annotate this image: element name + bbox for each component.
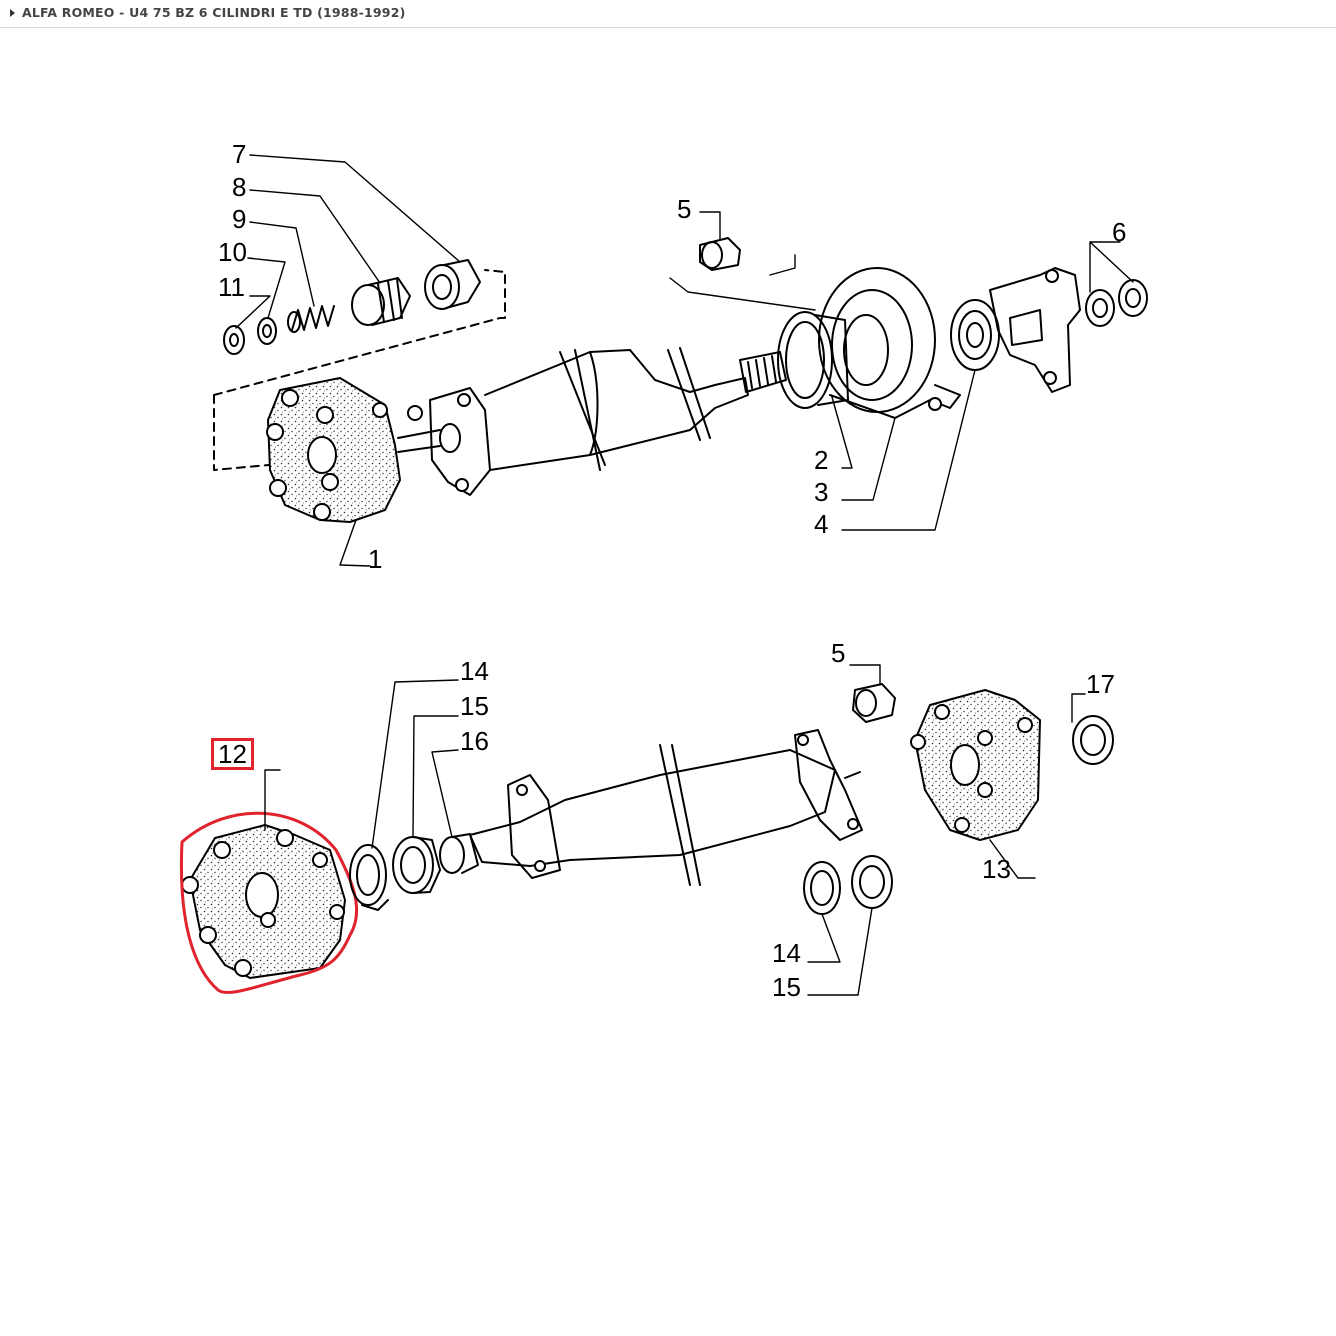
- callout-8[interactable]: 8: [232, 172, 247, 202]
- part-3-center-support: [818, 267, 961, 419]
- part-10-washer: [257, 317, 277, 345]
- callout-5-bottom[interactable]: 5: [831, 638, 846, 668]
- splined-end: [739, 351, 787, 393]
- callout-12-selected[interactable]: 12: [211, 738, 254, 770]
- page-title[interactable]: ALFA ROMEO - U4 75 BZ 6 CILINDRI E TD (1…: [22, 5, 406, 20]
- front-propeller-shaft: [484, 349, 749, 471]
- exploded-parts-diagram: 7 8 9 10 11 5 6 1 2 3 4 14 15 16 12 5 17…: [0, 28, 1336, 1336]
- callout-4[interactable]: 4: [814, 509, 829, 539]
- callout-14-bottom[interactable]: 14: [772, 938, 801, 968]
- front-flange: [429, 387, 491, 496]
- part-4-bearing: [950, 299, 1000, 371]
- part-13-coupling: [910, 689, 1041, 841]
- callout-15-bottom[interactable]: 15: [772, 972, 801, 1002]
- rear-yoke-flange: [989, 267, 1081, 393]
- part-6-nut-washer: [1085, 279, 1148, 327]
- callout-7[interactable]: 7: [232, 139, 247, 169]
- part-17-seal: [1072, 715, 1114, 765]
- callout-10[interactable]: 10: [218, 237, 247, 267]
- callout-17[interactable]: 17: [1086, 669, 1115, 699]
- expand-caret-icon[interactable]: [10, 9, 15, 17]
- rear-propeller-shaft: [469, 749, 836, 867]
- callout-5-top[interactable]: 5: [677, 194, 692, 224]
- part-15-ring-a: [392, 836, 441, 894]
- part-12-highlight-outline: [179, 811, 359, 994]
- callout-13[interactable]: 13: [982, 854, 1011, 884]
- part-12-flex-coupling: [181, 824, 346, 979]
- part-14-boot-a: [349, 844, 389, 911]
- part-5-bushing-top: [699, 237, 741, 271]
- callout-16[interactable]: 16: [460, 726, 489, 756]
- part-1-flex-coupling: [266, 377, 401, 523]
- callout-3[interactable]: 3: [814, 477, 829, 507]
- part-9-spring: [287, 305, 335, 333]
- part-7-spacer: [424, 259, 481, 310]
- callout-1[interactable]: 1: [368, 544, 383, 574]
- part-8-rubber-ring: [351, 277, 411, 326]
- breadcrumb-bar: ALFA ROMEO - U4 75 BZ 6 CILINDRI E TD (1…: [0, 0, 1336, 28]
- callout-2[interactable]: 2: [814, 445, 829, 475]
- leader-lines-top: [235, 154, 1134, 567]
- callout-9[interactable]: 9: [232, 204, 247, 234]
- diagram-drawing: [179, 154, 1148, 996]
- leader-lines-bottom: [264, 664, 1086, 996]
- part-14-boot-b: [803, 861, 841, 915]
- callout-15-top[interactable]: 15: [460, 691, 489, 721]
- callout-14-top[interactable]: 14: [460, 656, 489, 686]
- callout-6[interactable]: 6: [1112, 217, 1127, 247]
- part-5-bushing-bottom: [852, 683, 896, 723]
- assembly-bracket-top: [213, 269, 506, 396]
- part-2-dust-boot: [777, 311, 849, 409]
- callout-11[interactable]: 11: [218, 272, 245, 302]
- part-1-stub-shaft: [397, 429, 441, 453]
- part-15-ring-b: [851, 855, 893, 909]
- assembly-bracket-left: [213, 394, 291, 471]
- part-11-washer: [223, 325, 245, 355]
